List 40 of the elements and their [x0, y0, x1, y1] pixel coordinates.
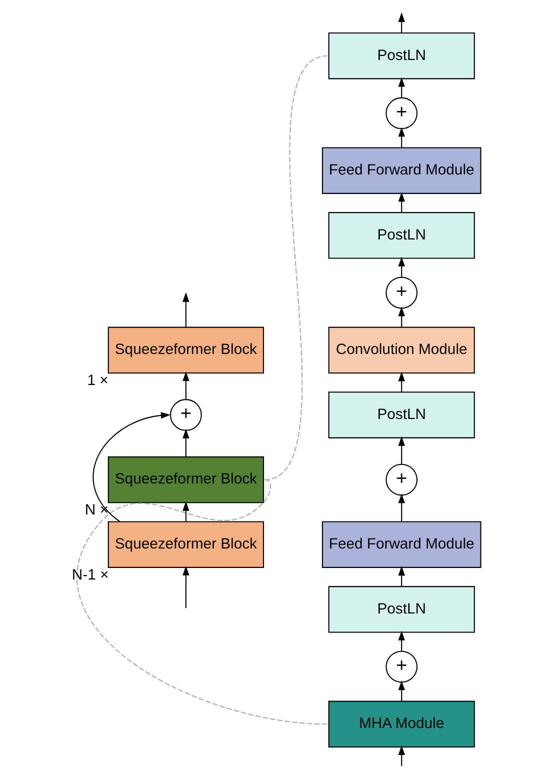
- arrow: [398, 256, 404, 278]
- connector: [264, 55, 327, 480]
- node-box: Feed Forward Module: [321, 521, 481, 568]
- arrow: [182, 501, 189, 522]
- node-circle: +: [385, 97, 418, 130]
- arrow: [182, 566, 189, 608]
- arrow: [398, 372, 404, 392]
- node-box: MHA Module: [328, 700, 474, 748]
- arrow: [398, 745, 404, 766]
- arrow: [398, 680, 404, 702]
- node-circle: +: [385, 276, 418, 309]
- node-circle: +: [385, 650, 418, 683]
- arrow: [398, 306, 404, 328]
- arrow: [182, 371, 189, 400]
- arrow: [398, 77, 404, 98]
- arrow: [398, 566, 404, 586]
- node-box: Convolution Module: [328, 326, 474, 374]
- node-box: Squeezeformer Block: [107, 326, 264, 374]
- node-box: PostLN: [328, 32, 474, 80]
- node-box: PostLN: [328, 212, 474, 259]
- node-box: PostLN: [328, 586, 474, 633]
- node-label: N ×: [84, 502, 108, 519]
- arrow: [398, 192, 404, 212]
- node-circle: +: [170, 399, 202, 431]
- arrow: [398, 630, 404, 652]
- node-label: N-1 ×: [71, 567, 108, 584]
- arrow: [398, 436, 404, 464]
- arrow: [398, 12, 404, 33]
- node-label: 1 ×: [86, 372, 108, 389]
- arrow: [182, 292, 189, 328]
- arrow: [398, 494, 404, 522]
- arrow: [182, 428, 189, 457]
- node-circle: +: [385, 464, 418, 496]
- node-box: Feed Forward Module: [321, 147, 481, 194]
- node-box: Squeezeformer Block: [107, 521, 264, 568]
- connector: [76, 479, 327, 725]
- arrow: [398, 127, 404, 148]
- node-box: Squeezeformer Block: [107, 456, 264, 504]
- node-box: PostLN: [328, 392, 474, 438]
- arrow: [92, 412, 170, 522]
